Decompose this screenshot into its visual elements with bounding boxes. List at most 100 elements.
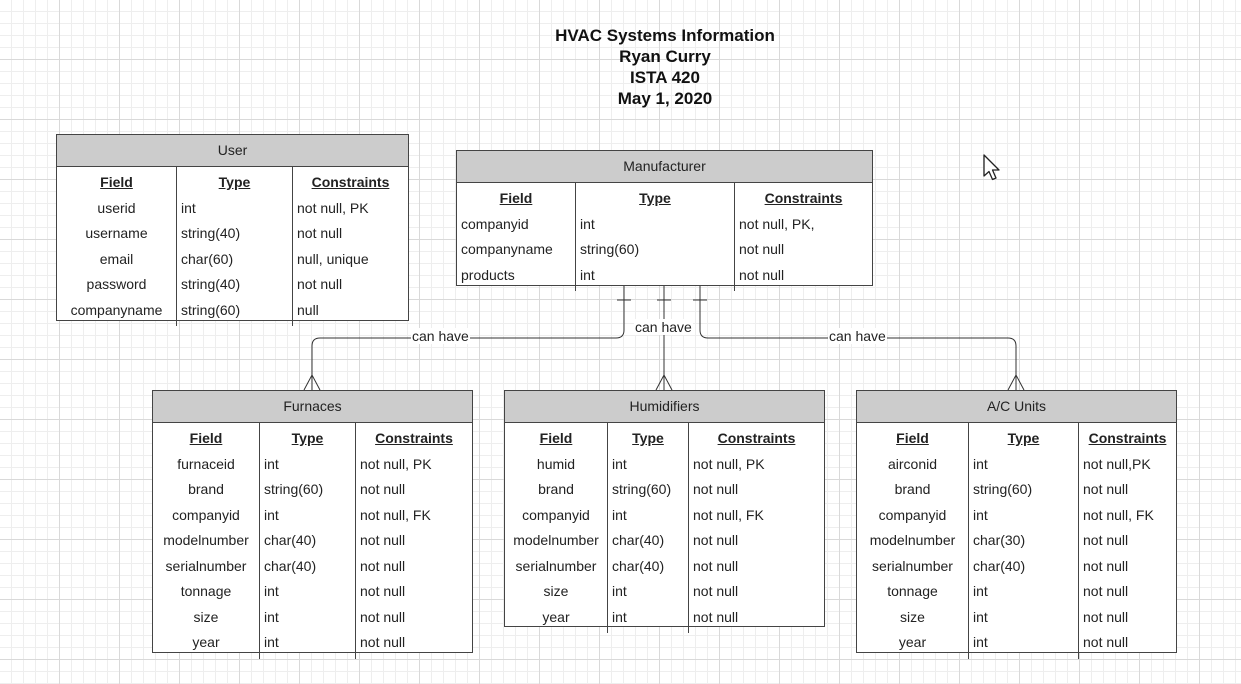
field-constraint: not null, PK [360,455,432,472]
field-constraint: not null [693,583,739,599]
mouse-pointer-icon [983,154,1000,181]
field-type: string(60) [973,481,1033,497]
field-constraint: not null [360,557,406,574]
field-type: char(40) [612,532,665,548]
type-header: Type [632,430,664,446]
type-header: Type [639,190,671,206]
title-line-4: May 1, 2020 [617,89,713,108]
field-name: size [900,608,925,625]
constraints-header: Constraints [717,430,796,446]
many-marker-furnaces [303,373,321,391]
field-type: char(60) [181,250,234,267]
entity-furnaces[interactable]: Furnaces Field furnaceid brand companyid… [152,390,473,659]
field-name: year [192,634,220,650]
field-type: int [973,608,988,625]
field-name: tonnage [180,583,232,599]
field-constraint: not null [739,266,785,283]
constraints-column: Constraints not null, PK not null null, … [293,167,408,326]
constraints-header: Constraints [311,174,390,190]
entity-manufacturer[interactable]: Manufacturer Field companyid companyname… [456,150,873,291]
field-constraint: not null,PK [1083,455,1151,472]
field-constraint: not null [360,634,406,650]
field-name: email [99,250,134,267]
field-column: Field airconid brand companyid modelnumb… [857,423,969,659]
field-name: companyname [70,301,163,318]
field-constraint: not null [693,557,739,574]
field-type: int [264,634,279,650]
field-name: userid [97,199,136,216]
field-name: size [543,583,569,599]
type-column: Type int string(60) int char(40) char(40… [260,423,356,659]
field-header: Field [896,430,929,446]
field-constraint: not null [297,225,343,241]
field-constraint: not null, FK [1083,506,1154,523]
field-name: serialnumber [872,557,953,574]
field-column: Field humid brand companyid modelnumber … [505,423,608,633]
field-name: brand [188,481,224,497]
field-constraint: not null [360,608,406,625]
field-constraint: not null, PK [693,455,765,472]
entity-header-user: User [57,135,408,167]
field-name: year [898,634,927,650]
field-type: char(40) [973,557,1026,574]
field-constraint: not null, PK, [739,215,815,232]
field-name: humid [536,455,576,472]
constraints-header: Constraints [1088,430,1167,446]
field-constraint: not null [693,481,739,497]
field-type: int [612,583,627,599]
field-column: Field userid username email password com… [57,167,177,326]
entity-header-manufacturer: Manufacturer [457,151,872,183]
field-name: username [85,225,148,241]
field-constraint: not null [297,276,343,292]
field-type: int [973,634,988,650]
field-constraint: not null [1083,608,1129,625]
field-name: companyname [461,241,553,257]
field-name: brand [538,481,574,497]
field-constraint: not null [1083,532,1129,548]
field-constraint: not null [1083,481,1129,497]
field-type: int [264,455,279,472]
field-name: brand [894,481,931,497]
field-type: int [580,215,595,232]
field-type: string(60) [264,481,324,497]
constraints-header: Constraints [764,190,843,206]
field-type: string(60) [580,241,640,257]
field-name: products [461,266,515,283]
field-constraint: not null [360,481,406,497]
entity-header-furnaces: Furnaces [153,391,472,423]
entity-user[interactable]: User Field userid username email passwor… [56,134,409,326]
field-type: int [973,583,988,599]
diagram-title: HVAC Systems Information Ryan Curry ISTA… [520,25,810,109]
field-constraint: not null [693,608,739,625]
many-marker-humidifiers [655,373,673,391]
type-column: Type int string(60) int char(40) char(40… [608,423,689,633]
field-constraint: not null, FK [693,506,764,523]
field-name: companyid [461,215,529,232]
field-header: Field [539,430,573,446]
constraints-column: Constraints not null, PK, not null not n… [735,183,872,291]
type-column: Type int string(60) int [576,183,735,291]
field-name: password [86,276,147,292]
field-type: int [264,608,279,625]
field-type: char(40) [612,557,665,574]
entity-humidifiers[interactable]: Humidifiers Field humid brand companyid … [504,390,825,633]
field-header: Field [100,174,133,190]
constraints-column: Constraints not null, PK not null not nu… [356,423,472,659]
field-constraint: null, unique [297,250,369,267]
title-line-2: Ryan Curry [619,47,711,66]
field-type: int [612,455,627,472]
field-type: int [264,506,279,523]
field-constraint: not null [693,532,739,548]
field-name: modelnumber [513,532,599,548]
entity-ac-units[interactable]: A/C Units Field airconid brand companyid… [856,390,1177,659]
field-type: string(60) [181,301,241,318]
field-name: serialnumber [515,557,597,574]
type-column: Type int string(60) int char(30) char(40… [969,423,1079,659]
field-name: tonnage [887,583,938,599]
field-type: int [580,266,595,283]
title-line-3: ISTA 420 [630,68,700,87]
field-constraint: not null [1083,557,1129,574]
relationship-label-ac: can have [828,328,887,344]
field-type: char(40) [264,557,317,574]
